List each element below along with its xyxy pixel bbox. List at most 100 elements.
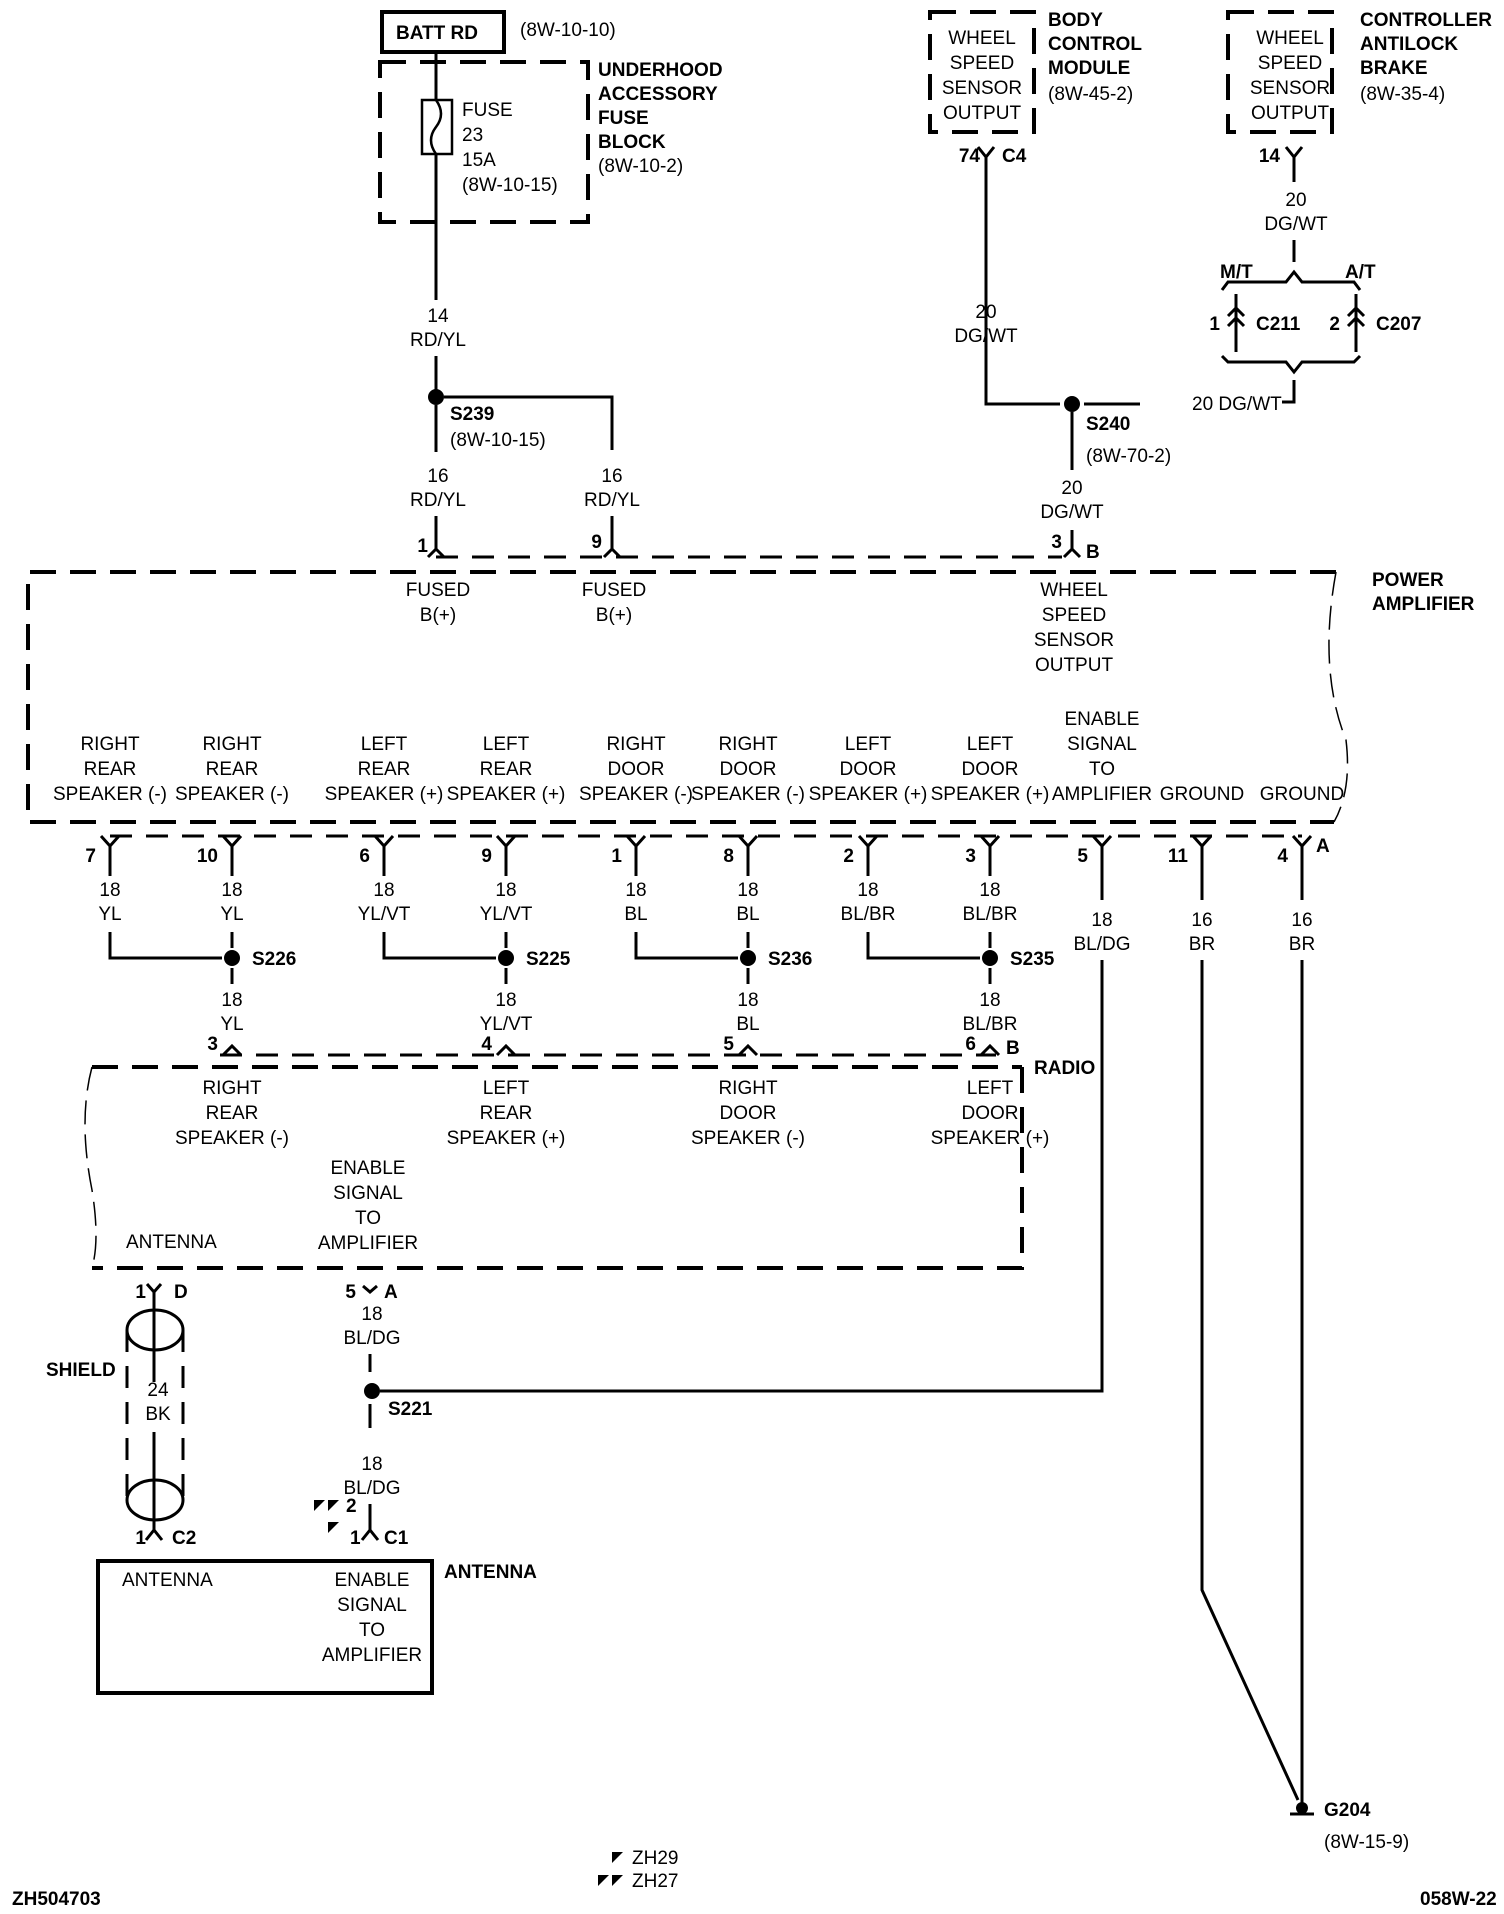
splice-s236 — [740, 950, 756, 966]
bcm-pin-label: SENSOR — [942, 78, 1022, 99]
amp-pin-label: REAR — [358, 759, 411, 780]
wire-color: BL — [624, 904, 647, 925]
wire — [108, 932, 222, 960]
radio-enable-label: ENABLE — [331, 1158, 406, 1179]
legend-code: ZH27 — [632, 1871, 678, 1892]
amp-pin-label: OUTPUT — [1035, 655, 1114, 676]
amp-pin-label: TO — [1089, 759, 1115, 780]
fuse-block-outline — [378, 60, 590, 224]
wire — [1282, 380, 1296, 404]
splice-s239-label: S239 — [450, 404, 494, 425]
cab-pin-label: SENSOR — [1250, 78, 1330, 99]
amp-pin-label: SPEAKER (-) — [579, 784, 693, 805]
radio-pin-label: RIGHT — [202, 1078, 262, 1099]
wire-gauge: 18 — [625, 880, 646, 901]
amp-pin-number: 10 — [197, 846, 218, 867]
radio-pin-number: 6 — [965, 1034, 976, 1055]
shield-label: SHIELD — [46, 1360, 116, 1381]
bcm-pin-label: OUTPUT — [943, 103, 1022, 124]
wire-color: YL — [220, 904, 243, 925]
amp-pin-number: 7 — [85, 846, 96, 867]
radio-pin-label: SPEAKER (-) — [691, 1128, 805, 1149]
wire-color: BL/BR — [963, 1014, 1018, 1035]
amp-pin-label: SPEAKER (+) — [325, 784, 444, 805]
radio-pin-number: 5 — [723, 1034, 734, 1055]
wire-gauge: 18 — [221, 990, 242, 1011]
wire-color: BK — [145, 1404, 171, 1425]
amp-pin-number: 4 — [1277, 846, 1288, 867]
wire-gauge: 18 — [361, 1454, 382, 1475]
radio-enable-label: TO — [355, 1208, 381, 1229]
c1-pin-1: 1 — [350, 1528, 361, 1549]
amp-pin-label: LEFT — [845, 734, 892, 755]
radio-enable-label: AMPLIFIER — [318, 1233, 418, 1254]
wire — [444, 395, 614, 450]
amp-title: POWER — [1372, 570, 1444, 591]
amp-pin-label: LEFT — [361, 734, 408, 755]
amp-pin-label: RIGHT — [718, 734, 778, 755]
wire-color: YL/VT — [358, 904, 411, 925]
wire-color: BL/BR — [841, 904, 896, 925]
c2-label: C2 — [172, 1528, 196, 1549]
connector-icon — [145, 1283, 163, 1295]
radio-pin-number: 3 — [207, 1034, 218, 1055]
c2-pin: 1 — [135, 1528, 146, 1549]
mt-label: M/T — [1220, 262, 1253, 283]
splice-s235 — [982, 950, 998, 966]
amp-pin-label: SPEAKER (+) — [809, 784, 928, 805]
bcm-wire — [976, 146, 1060, 406]
amp-pin-number: 1 — [611, 846, 622, 867]
wire-gauge: 18 — [495, 880, 516, 901]
fuse-block-title: FUSE — [598, 108, 649, 129]
radio-pin-label: LEFT — [967, 1078, 1014, 1099]
bcm-connector: C4 — [1002, 146, 1027, 167]
wire-gauge: 18 — [979, 990, 1000, 1011]
amp-pin-label: SPEAKER (+) — [931, 784, 1050, 805]
radio-pin-label: DOOR — [962, 1103, 1019, 1124]
amp-pin-label: SPEAKER (-) — [691, 784, 805, 805]
cab-pin-number: 14 — [1259, 146, 1281, 167]
wire-gauge: 18 — [857, 880, 878, 901]
antenna-module-label: ANTENNA — [122, 1570, 213, 1591]
amp-pin-number: 3 — [1051, 532, 1062, 553]
wire-gauge: 20 — [1061, 478, 1082, 499]
fuse-number: 23 — [462, 125, 483, 146]
amp-pin-number: 9 — [481, 846, 492, 867]
ground-icon — [1296, 1802, 1308, 1814]
c211-pin: 1 — [1209, 314, 1220, 335]
at-label: A/T — [1345, 262, 1376, 283]
splice-s221-label: S221 — [388, 1399, 433, 1420]
wire-color: YL/VT — [480, 1014, 533, 1035]
fuse-block-title: UNDERHOOD — [598, 60, 723, 81]
connector-icon — [144, 1527, 164, 1541]
wire-color: DG/WT — [954, 326, 1018, 347]
amp-pin-label: DOOR — [962, 759, 1019, 780]
bcm-ref: (8W-45-2) — [1048, 84, 1133, 105]
wire-gauge: 16 — [1291, 910, 1312, 931]
radio-enable-label: SIGNAL — [333, 1183, 403, 1204]
wire-color: RD/YL — [584, 490, 640, 511]
cab-title: BRAKE — [1360, 58, 1428, 79]
batt-rd-label: BATT RD — [396, 23, 478, 44]
wire-gauge: 16 — [1191, 910, 1212, 931]
wire — [866, 932, 980, 960]
amp-pin-label: ENABLE — [1065, 709, 1140, 730]
amp-pin-label: B(+) — [596, 605, 632, 626]
wire-color: BL/DG — [343, 1478, 400, 1499]
fuse-element-icon — [429, 99, 443, 155]
wire-color: BL/BR — [963, 904, 1018, 925]
radio-pin-label: LEFT — [483, 1078, 530, 1099]
wire-gauge: 16 — [427, 466, 448, 487]
connector-icon — [979, 1043, 1001, 1057]
wire-gauge: 18 — [99, 880, 120, 901]
wire-color: BL — [736, 904, 759, 925]
amp-pin-label: FUSED — [582, 580, 646, 601]
amp-pin-label: LEFT — [967, 734, 1014, 755]
connector-icon — [360, 1527, 380, 1541]
amp-pin-label: RIGHT — [606, 734, 666, 755]
bracket-bottom — [1220, 354, 1362, 375]
option-marker-icon — [314, 1500, 339, 1533]
